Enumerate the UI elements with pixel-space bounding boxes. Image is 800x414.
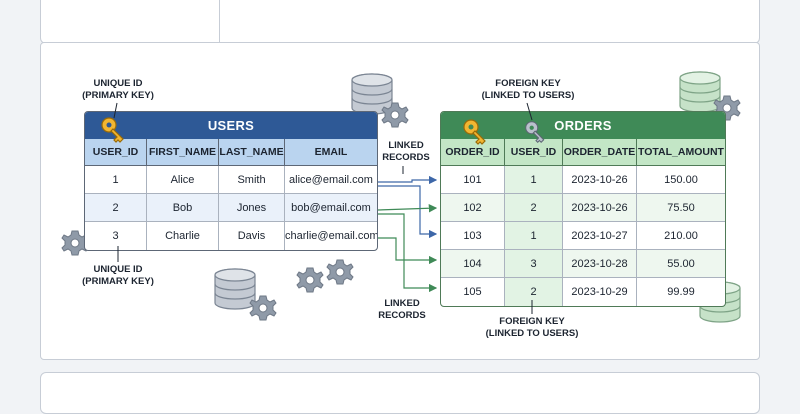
table-cell: Charlie (147, 222, 219, 250)
table-cell: 210.00 (637, 222, 725, 250)
label-line: (PRIMARY KEY) (82, 90, 154, 101)
table-cell: 2 (85, 194, 147, 222)
label-line: LINKED (388, 140, 424, 151)
table-cell: 101 (441, 166, 505, 194)
table-cell: charlie@email.com (285, 230, 378, 242)
table-row: 104 3 2023-10-28 55.00 (441, 250, 725, 278)
foreign-key-label-bottom: FOREIGN KEY (LINKED TO USERS) (474, 316, 590, 340)
primary-key-label-top: UNIQUE ID (PRIMARY KEY) (78, 78, 158, 102)
column-header: TOTAL_AMOUNT (637, 139, 725, 166)
link-arrow (378, 213, 438, 293)
table-cell: 2023-10-26 (563, 194, 637, 222)
label-line: (LINKED TO USERS) (481, 90, 575, 101)
table-cell: 150.00 (637, 166, 725, 194)
foreign-key-label-top: FOREIGN KEY (LINKED TO USERS) (470, 78, 586, 102)
label-line: UNIQUE ID (93, 264, 143, 275)
label-line: FOREIGN KEY (499, 316, 565, 327)
table-cell: Smith (219, 166, 285, 194)
table-cell: Bob (147, 194, 219, 222)
column-header: LAST_NAME (219, 139, 285, 166)
table-cell: 2023-10-26 (563, 166, 637, 194)
label-line: RECORDS (382, 152, 430, 163)
table-cell: 1 (505, 166, 563, 194)
label-line: (LINKED TO USERS) (485, 328, 579, 339)
table-cell: 1 (505, 222, 563, 250)
link-arrow (378, 237, 438, 265)
table-cell: 55.00 (637, 250, 725, 278)
label-line: FOREIGN KEY (495, 78, 561, 89)
table-row: 2 Bob Jones bob@email.com (85, 194, 377, 222)
table-cell: Davis (219, 222, 285, 250)
orders-table: ORDERS ORDER_ID USER_ID ORDER_DATE TOTAL… (440, 111, 726, 307)
key-icon (101, 117, 124, 143)
pointer-line (113, 102, 118, 119)
table-cell: 2023-10-29 (563, 278, 637, 306)
connectors-layer (113, 102, 533, 314)
label-line: (PRIMARY KEY) (82, 276, 154, 287)
table-cell: 102 (441, 194, 505, 222)
users-table-title: USERS (85, 112, 377, 139)
key-icon (525, 121, 545, 144)
table-row: 3 Charlie Davis charlie@email.com (85, 222, 377, 250)
table-cell: 2023-10-28 (563, 250, 637, 278)
column-header: FIRST_NAME (147, 139, 219, 166)
orders-table-header: ORDER_ID USER_ID ORDER_DATE TOTAL_AMOUNT (441, 139, 725, 166)
linked-records-label-bottom: LINKED RECORDS (374, 298, 430, 322)
pointer-line (526, 102, 533, 121)
column-header: ORDER_ID (441, 139, 505, 166)
table-cell: 104 (441, 250, 505, 278)
top-panel-divider (219, 0, 220, 43)
table-cell: 2 (505, 194, 563, 222)
table-row: 1 Alice Smith alice@email.com (85, 166, 377, 194)
table-cell: 99.99 (667, 286, 695, 298)
users-table: USERS USER_ID FIRST_NAME LAST_NAME EMAIL… (84, 111, 378, 251)
table-cell: 1 (85, 166, 147, 194)
primary-key-label-bottom: UNIQUE ID (PRIMARY KEY) (78, 264, 158, 288)
key-icon (463, 119, 486, 145)
table-row: 101 1 2023-10-26 150.00 (441, 166, 725, 194)
link-arrow (378, 185, 438, 239)
table-row: 103 1 2023-10-27 210.00 (441, 222, 725, 250)
table-cell: 103 (441, 222, 505, 250)
table-cell: bob@email.com (285, 194, 377, 222)
column-header: ORDER_DATE (563, 139, 637, 166)
table-row: 102 2 2023-10-26 75.50 (441, 194, 725, 222)
table-cell: 105 (441, 278, 505, 306)
orders-table-title: ORDERS (441, 112, 725, 139)
label-line: UNIQUE ID (93, 78, 143, 89)
label-line: RECORDS (378, 310, 426, 321)
table-cell: 3 (505, 250, 563, 278)
linked-records-label-top: LINKED RECORDS (378, 140, 434, 164)
link-arrow (378, 175, 438, 185)
table-cell: Jones (219, 194, 285, 222)
table-cell: 2023-10-27 (563, 222, 637, 250)
label-line: LINKED (384, 298, 420, 309)
link-arrow (377, 204, 438, 213)
table-cell: 3 (85, 222, 147, 250)
table-cell: 75.50 (637, 194, 725, 222)
users-table-header: USER_ID FIRST_NAME LAST_NAME EMAIL (85, 139, 377, 166)
table-cell: 2 (505, 278, 563, 306)
top-panel (40, 0, 760, 44)
column-header: EMAIL (285, 139, 377, 166)
column-header: USER_ID (85, 139, 147, 166)
column-header: USER_ID (505, 139, 563, 166)
table-row: 105 2 2023-10-29 99.99 (441, 278, 725, 306)
table-cell: Alice (147, 166, 219, 194)
table-cell: alice@email.com (285, 166, 377, 194)
